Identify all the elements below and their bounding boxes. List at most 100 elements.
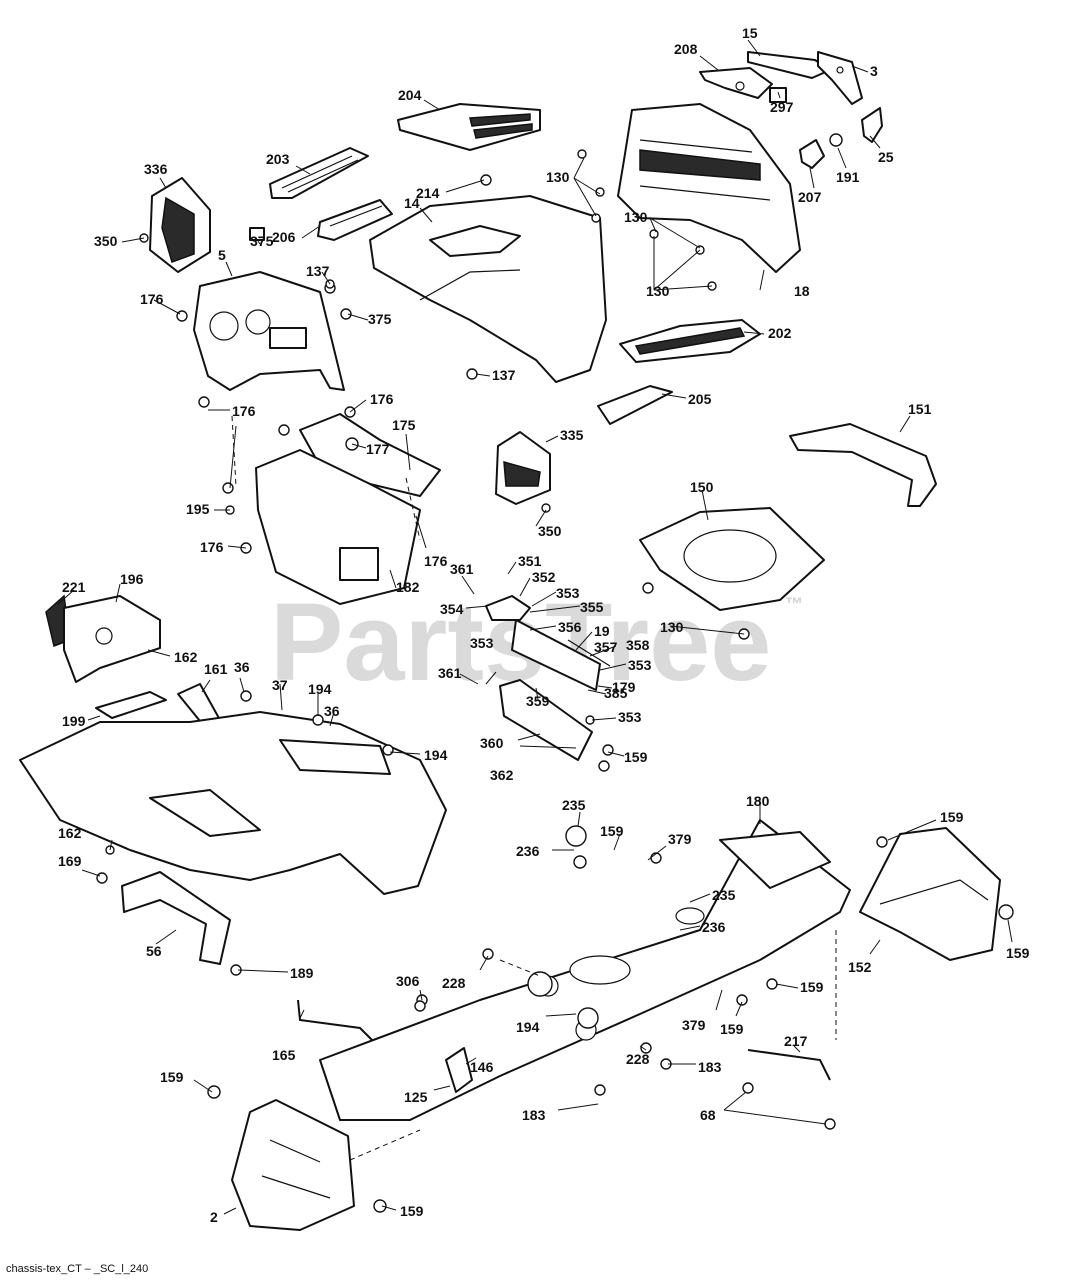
- callout-175: 175: [392, 417, 416, 433]
- part-150-deck-plate: [639, 507, 825, 611]
- callout-228-b: 228: [626, 1051, 650, 1067]
- callout-379-b: 379: [682, 1017, 706, 1033]
- callout-182: 182: [396, 579, 420, 595]
- callout-356: 356: [558, 619, 582, 635]
- callout-165: 165: [272, 1047, 296, 1063]
- callout-353-c: 353: [628, 657, 652, 673]
- part-15-bracket: [747, 51, 831, 79]
- callout-130-d: 130: [660, 619, 684, 635]
- callout-353-d: 353: [618, 709, 642, 725]
- callout-37: 37: [272, 677, 288, 693]
- leader-lines: [57, 39, 1013, 1215]
- callout-358: 358: [626, 637, 650, 653]
- callout-179: 179: [612, 679, 636, 695]
- callout-36-a: 36: [234, 659, 250, 675]
- callout-354: 354: [440, 601, 464, 617]
- callout-183-b: 183: [522, 1107, 546, 1123]
- part-165-rod: [297, 999, 373, 1041]
- callout-177: 177: [366, 441, 390, 457]
- callout-196: 196: [120, 571, 144, 587]
- callout-204: 204: [398, 87, 422, 103]
- part-206-panel: [317, 199, 393, 241]
- watermark-trademark: ™: [785, 594, 803, 614]
- callout-203: 203: [266, 151, 290, 167]
- callout-130-c: 130: [646, 283, 670, 299]
- callout-207: 207: [798, 189, 822, 205]
- callout-176-d: 176: [200, 539, 224, 555]
- callout-297: 297: [770, 99, 794, 115]
- callout-25: 25: [878, 149, 894, 165]
- callout-159-g: 159: [160, 1069, 184, 1085]
- callout-353-b: 353: [470, 635, 494, 651]
- callout-217: 217: [784, 1033, 808, 1049]
- callout-169: 169: [58, 853, 82, 869]
- callout-195: 195: [186, 501, 210, 517]
- callout-125: 125: [404, 1089, 428, 1105]
- part-25-clip: [861, 107, 883, 143]
- callout-159-c: 159: [940, 809, 964, 825]
- part-207-knob: [799, 139, 825, 169]
- callout-205: 205: [688, 391, 712, 407]
- part-199-plate: [95, 691, 167, 719]
- part-3-hinge: [817, 51, 863, 105]
- callout-236-a: 236: [516, 843, 540, 859]
- callout-130-a: 130: [546, 169, 570, 185]
- callout-5: 5: [218, 247, 226, 263]
- part-203-grille: [269, 147, 369, 199]
- callout-162-b: 162: [58, 825, 82, 841]
- part-2-front-bracket: [231, 1099, 355, 1231]
- callout-183-a: 183: [698, 1059, 722, 1075]
- callout-146: 146: [470, 1059, 494, 1075]
- callout-159-b: 159: [600, 823, 624, 839]
- part-182-console: [255, 449, 421, 605]
- callouts: 15 208 3 297 204 25 207 191 336 203 130 …: [58, 25, 1030, 1225]
- callout-351: 351: [518, 553, 542, 569]
- callout-159-d: 159: [1006, 945, 1030, 961]
- callout-306: 306: [396, 973, 420, 989]
- part-208-bracket: [699, 67, 773, 99]
- callout-159-f: 159: [720, 1021, 744, 1037]
- part-125-bracket: [445, 1047, 473, 1093]
- callout-14: 14: [404, 195, 420, 211]
- part-19-steering-assembly: [485, 595, 611, 761]
- callout-360: 360: [480, 735, 504, 751]
- part-202-grille: [619, 319, 761, 363]
- callout-137-a: 137: [306, 263, 330, 279]
- part-37-fender: [19, 711, 447, 895]
- part-151-bracket: [789, 423, 937, 507]
- callout-375-a: 375: [250, 233, 274, 249]
- callout-137-b: 137: [492, 367, 516, 383]
- part-152-bracket: [859, 827, 1001, 961]
- callout-159-a: 159: [624, 749, 648, 765]
- callout-208: 208: [674, 41, 698, 57]
- part-217-rod: [747, 1049, 831, 1081]
- callout-159-e: 159: [800, 979, 824, 995]
- callout-362: 362: [490, 767, 514, 783]
- callout-361-a: 361: [450, 561, 474, 577]
- part-335-vent: [495, 431, 551, 505]
- part-5-dash: [193, 271, 345, 391]
- part-205-trim: [597, 385, 673, 425]
- callout-130-b: 130: [624, 209, 648, 225]
- callout-350-b: 350: [538, 523, 562, 539]
- callout-19: 19: [594, 623, 610, 639]
- callout-36-b: 36: [324, 703, 340, 719]
- callout-235-b: 235: [712, 887, 736, 903]
- part-56-bracket: [121, 871, 231, 965]
- callout-189: 189: [290, 965, 314, 981]
- callout-176-c: 176: [370, 391, 394, 407]
- callout-336: 336: [144, 161, 168, 177]
- callout-236-b: 236: [702, 919, 726, 935]
- callout-176-e: 176: [424, 553, 448, 569]
- callout-159-h: 159: [400, 1203, 424, 1219]
- callout-352: 352: [532, 569, 556, 585]
- part-18-front-cowl: [617, 103, 801, 273]
- callout-375-b: 375: [368, 311, 392, 327]
- callout-206: 206: [272, 229, 296, 245]
- callout-361-b: 361: [438, 665, 462, 681]
- callout-214: 214: [416, 185, 440, 201]
- callout-359: 359: [526, 693, 550, 709]
- callout-335: 335: [560, 427, 584, 443]
- callout-194-a: 194: [308, 681, 332, 697]
- callout-228-a: 228: [442, 975, 466, 991]
